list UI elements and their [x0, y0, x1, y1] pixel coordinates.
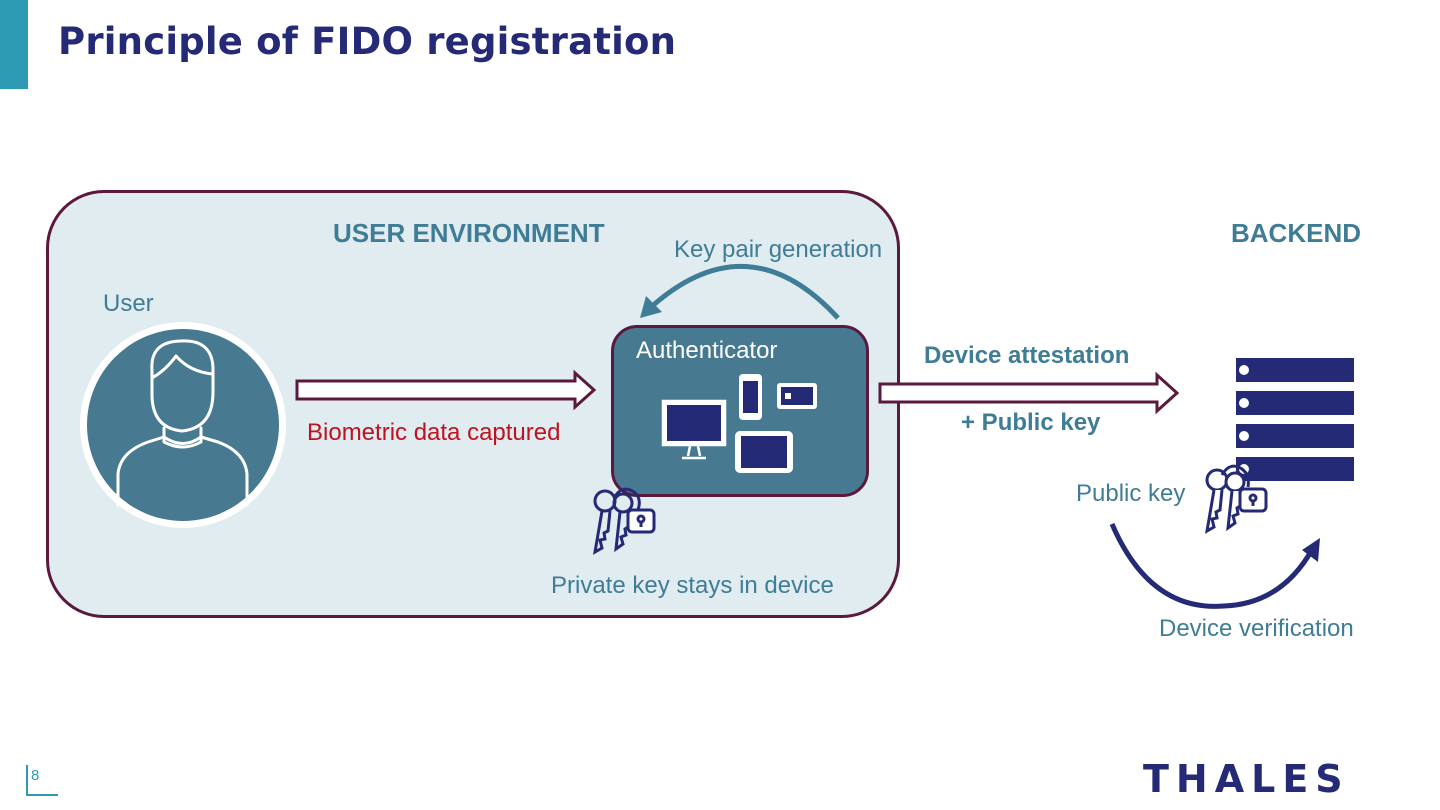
page-title: Principle of FIDO registration: [58, 20, 677, 63]
user-avatar-icon: [80, 322, 286, 528]
backend-keys-lock-icon: [1204, 464, 1268, 534]
keys-lock-icon: [592, 487, 656, 555]
card-icon: [777, 383, 817, 409]
attestation-arrow: [878, 371, 1180, 415]
user-environment-title: USER ENVIRONMENT: [333, 218, 605, 248]
thales-logo: THALES: [1143, 757, 1350, 801]
user-label: User: [103, 290, 154, 317]
attestation-label: Device attestation: [924, 342, 1130, 369]
tablet-icon: [735, 431, 793, 473]
keypair-label: Key pair generation: [674, 236, 883, 263]
page-number-bracket: [26, 765, 58, 796]
backend-public-key-label: Public key: [1076, 480, 1186, 507]
phone-icon: [739, 374, 762, 420]
private-key-label: Private key stays in device: [551, 572, 834, 599]
authenticator-label: Authenticator: [636, 337, 778, 364]
backend-title: BACKEND: [1231, 218, 1361, 248]
public-key-plus-label: + Public key: [961, 409, 1101, 436]
device-verification-label: Device verification: [1159, 615, 1354, 642]
server-icon: [1236, 358, 1354, 481]
page-number: 8: [31, 767, 40, 784]
biometric-arrow: [295, 369, 597, 411]
biometric-label: Biometric data captured: [307, 419, 561, 446]
keypair-curved-arrow: [648, 264, 840, 320]
title-accent-bar: [0, 0, 28, 89]
verification-curved-arrow: [1109, 523, 1316, 609]
monitor-icon: [661, 399, 727, 460]
